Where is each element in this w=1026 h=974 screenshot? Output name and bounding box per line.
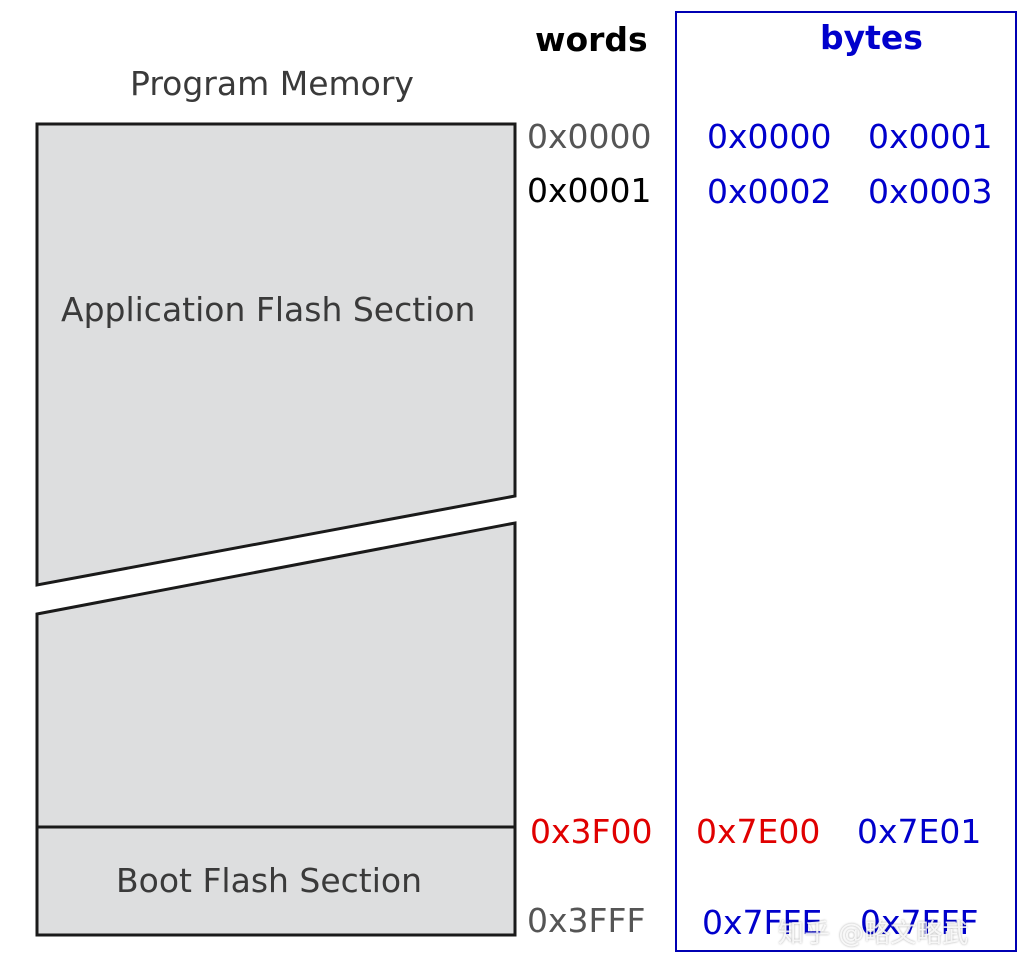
word-address-second: 0x0001 [527, 171, 652, 210]
word-address-boot-start: 0x3F00 [530, 812, 653, 851]
byte-address-row2-high: 0x0003 [868, 172, 993, 211]
byte-address-boot-start-high: 0x7E01 [857, 812, 982, 851]
boot-flash-label: Boot Flash Section [116, 861, 423, 900]
bytes-column-frame [675, 11, 1017, 952]
watermark-text: 知乎 @略文略武 [778, 919, 969, 949]
byte-address-row2-low: 0x0002 [707, 172, 832, 211]
byte-address-end-high: 0x7FFF [860, 903, 979, 942]
program-memory-title: Program Memory [130, 64, 414, 103]
bytes-header: bytes [820, 18, 923, 57]
byte-address-boot-start-low: 0x7E00 [696, 812, 821, 851]
word-address-end: 0x3FFF [527, 901, 646, 940]
byte-address-row1-low: 0x0000 [707, 117, 832, 156]
words-header: words [535, 20, 648, 59]
byte-address-end-low: 0x7FFE [702, 903, 823, 942]
word-address-start: 0x0000 [527, 117, 652, 156]
byte-address-row1-high: 0x0001 [868, 117, 993, 156]
application-flash-label: Application Flash Section [61, 290, 476, 329]
application-flash-upper-block [35, 122, 517, 587]
boot-flash-block [35, 825, 517, 937]
